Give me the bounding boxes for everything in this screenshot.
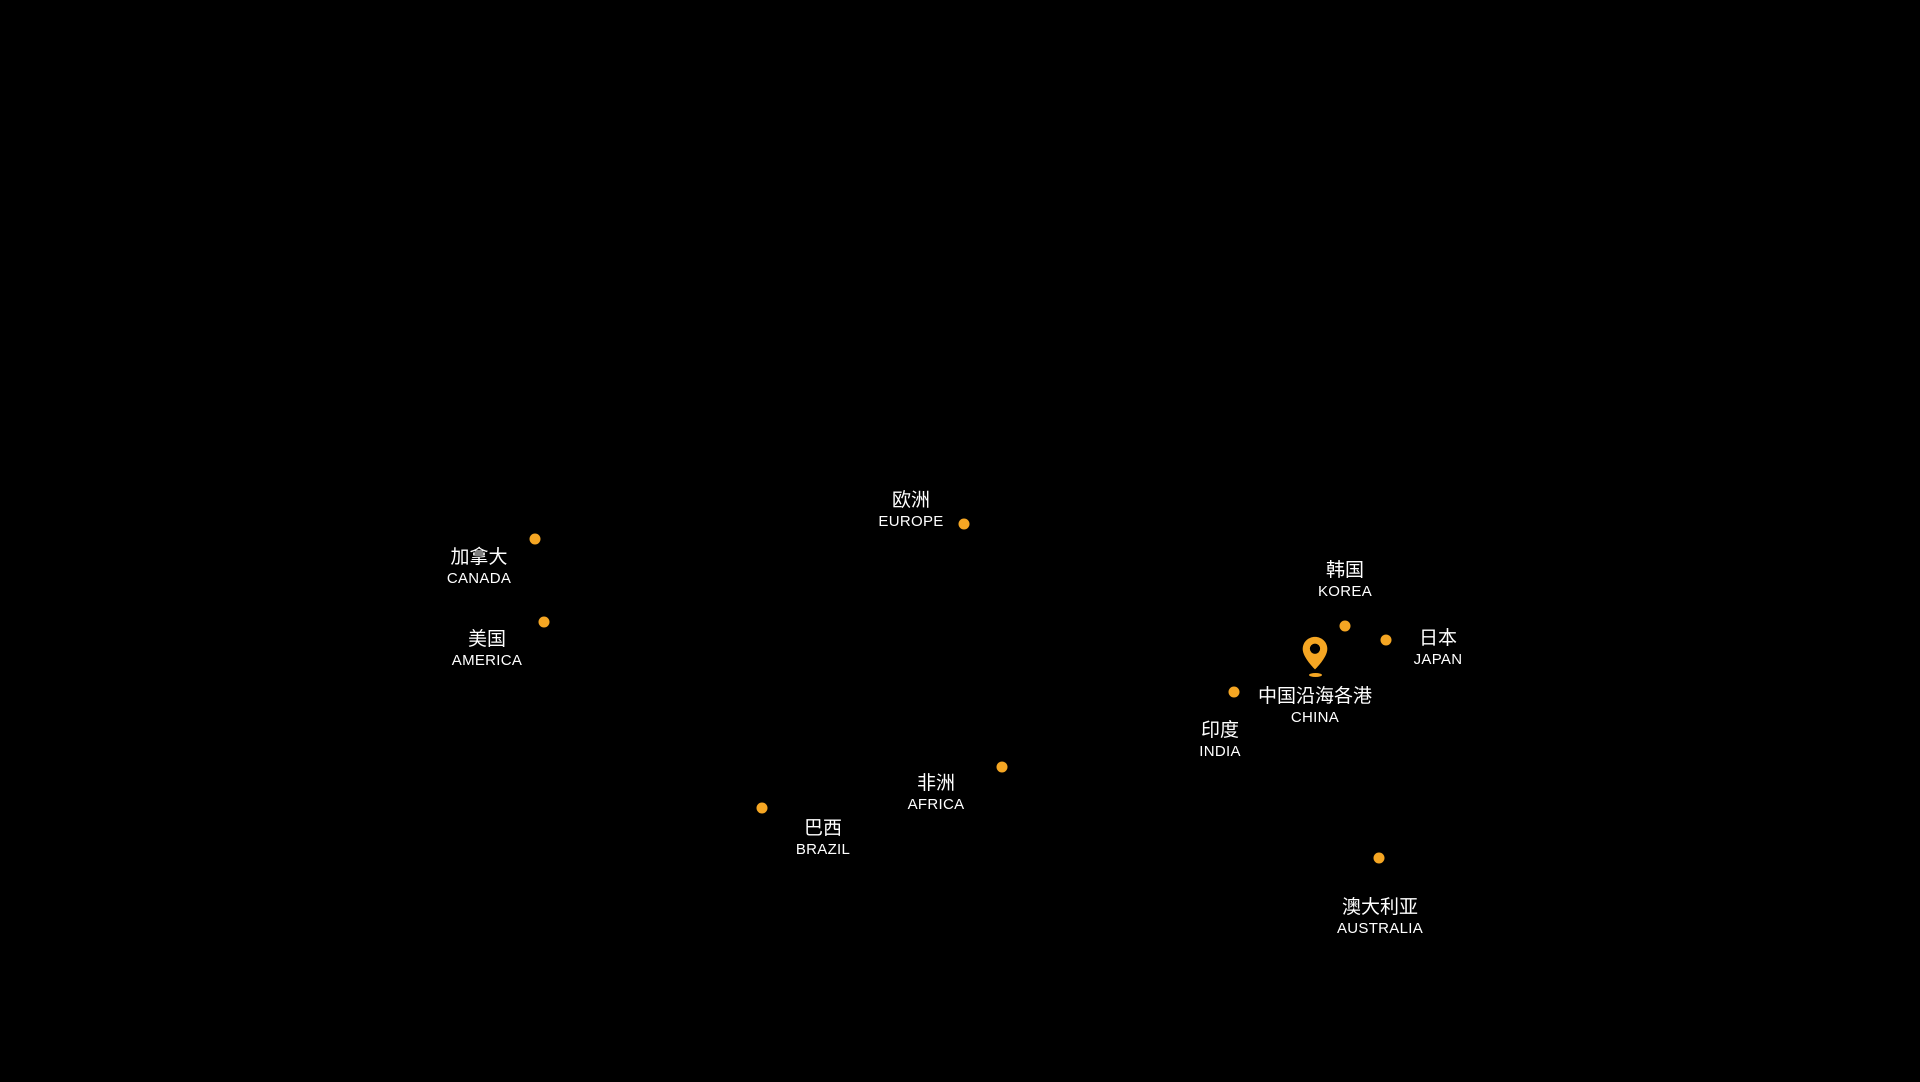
- marker-label-zh: 韩国: [1325, 560, 1365, 581]
- brazil-label: 巴西 BRAZIL: [796, 817, 850, 860]
- marker-label-zh: 加拿大: [450, 547, 508, 568]
- america-label: 美国 AMERICA: [452, 628, 522, 671]
- europe-port-dot[interactable]: [958, 518, 970, 530]
- america-port-dot[interactable]: [538, 616, 550, 628]
- brazil-port-dot[interactable]: [756, 802, 768, 814]
- australia-port-dot[interactable]: [1373, 852, 1385, 864]
- marker-label-zh: 非洲: [916, 773, 955, 794]
- marker-label-en: INDIA: [1199, 743, 1241, 760]
- marker-label-zh: 日本: [1418, 628, 1458, 649]
- africa-label: 非洲 AFRICA: [908, 772, 965, 815]
- china-label: 中国沿海各港 CHINA: [1258, 685, 1372, 728]
- marker-label-en: AUSTRALIA: [1336, 920, 1424, 937]
- marker-label-en: EUROPE: [878, 513, 944, 530]
- china-pin-marker[interactable]: [1301, 636, 1329, 677]
- marker-label-zh: 中国沿海各港: [1257, 686, 1373, 707]
- marker-label-en: CANADA: [446, 570, 512, 587]
- canada-port-dot[interactable]: [529, 533, 541, 545]
- marker-label-zh: 澳大利亚: [1341, 897, 1418, 918]
- india-label: 印度 INDIA: [1199, 719, 1241, 762]
- marker-label-en: AMERICA: [451, 652, 523, 669]
- australia-label: 澳大利亚 AUSTRALIA: [1337, 896, 1423, 939]
- marker-label-zh: 美国: [467, 629, 507, 650]
- marker-label-zh: 巴西: [803, 818, 843, 839]
- marker-label-en: AFRICA: [907, 796, 965, 813]
- africa-port-dot[interactable]: [996, 761, 1008, 773]
- marker-label-en: BRAZIL: [795, 841, 851, 858]
- japan-port-dot[interactable]: [1380, 634, 1392, 646]
- japan-label: 日本 JAPAN: [1414, 627, 1463, 670]
- pin-base-shadow: [1308, 673, 1322, 677]
- korea-port-dot[interactable]: [1339, 620, 1351, 632]
- marker-label-en: JAPAN: [1413, 651, 1463, 668]
- marker-label-zh: 欧洲: [891, 490, 930, 511]
- canada-label: 加拿大 CANADA: [447, 546, 511, 589]
- marker-label-en: CHINA: [1290, 709, 1340, 726]
- location-pin-icon: [1302, 636, 1328, 670]
- marker-label-en: KOREA: [1317, 583, 1373, 600]
- marker-label-zh: 印度: [1200, 720, 1240, 741]
- korea-label: 韩国 KOREA: [1318, 559, 1372, 602]
- europe-label: 欧洲 EUROPE: [878, 489, 943, 532]
- india-port-dot[interactable]: [1228, 686, 1240, 698]
